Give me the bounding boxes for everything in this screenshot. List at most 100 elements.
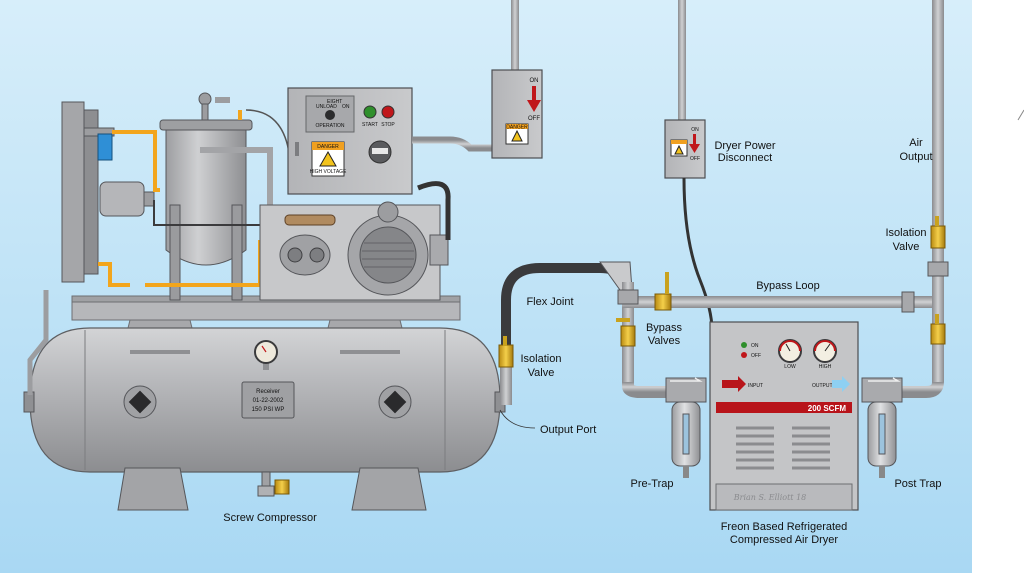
oil-filter-blue [97, 133, 113, 161]
dryer-kick-plate [715, 483, 853, 511]
dryer-input-label: INPUT [748, 383, 763, 389]
tank-pressure-gauge [254, 340, 278, 370]
isolation-valve-left [498, 336, 514, 368]
tank-weld-strip-2 [340, 350, 400, 354]
tank-drain-valve [257, 471, 290, 497]
refrigerated-air-dryer: ON OFF LOW HIGH INPUT OUTPUT 200 SCFM [709, 321, 859, 511]
drive-motor [347, 201, 449, 296]
bypass-loop-pipe [622, 296, 942, 308]
label-bypass-loop: Bypass Loop [756, 280, 820, 292]
dryer-output-label: OUTPUT [812, 383, 833, 389]
disconnect-left-off-label: OFF [528, 116, 540, 122]
conduit-top-left [511, 0, 519, 72]
dryer-on-label: ON [751, 343, 759, 349]
compressor-skid [71, 299, 461, 321]
pre-trap-filter [665, 377, 707, 478]
label-dryer-caption-1: Freon Based Refrigerated [721, 521, 848, 533]
label-screw-compressor: Screw Compressor [223, 512, 317, 524]
disconnect-right-on-label: ON [691, 127, 699, 133]
dryer-output-arrow-icon [832, 376, 850, 392]
label-flex-joint: Flex Joint [526, 296, 573, 308]
tank-foot-left [117, 467, 189, 511]
disconnect-left-warning-icon [511, 129, 523, 142]
label-pre-trap: Pre-Trap [631, 478, 674, 490]
dryer-input-arrow-icon [722, 376, 746, 392]
isolation-valve-right-upper [930, 216, 946, 249]
operation-selector-switch [325, 110, 335, 120]
label-dryer-power-2: Disconnect [718, 152, 772, 164]
receiver-nameplate: Receiver 01-22-2002 150 PSI WP [241, 381, 295, 419]
dryer-capacity-label: 200 SCFM [808, 404, 847, 413]
disconnect-right-arrow-icon [689, 144, 700, 153]
conduit-top-dryer [678, 0, 686, 122]
dryer-vent-grille [736, 426, 830, 470]
panel-danger-label: DANGER [317, 144, 339, 150]
motor-power-cable [417, 181, 451, 240]
tank-manway-left [123, 385, 157, 419]
label-post-trap: Post Trap [894, 478, 941, 490]
compressor-control-panel: UNLOAD EIGHT ON OPERATION START STOP DAN… [287, 87, 413, 195]
dryer-on-indicator [741, 342, 747, 348]
panel-operation-label: OPERATION [315, 123, 344, 129]
panel-conduit [412, 136, 500, 152]
label-air-output-1: Air [909, 137, 923, 149]
dryer-high-gauge [813, 339, 837, 363]
disconnect-left-arrow-icon [527, 100, 541, 112]
label-output-port: Output Port [540, 424, 596, 436]
start-button [363, 105, 377, 119]
label-isolation-right-1: Isolation [886, 227, 927, 239]
isolation-valve-right-lower [930, 314, 946, 345]
label-dryer-power-1: Dryer Power [714, 140, 775, 152]
label-dryer-caption-2: Compressed Air Dryer [730, 534, 839, 546]
high-voltage-warning-icon [319, 150, 337, 167]
dryer-off-indicator [741, 352, 747, 358]
air-output-pipe [932, 0, 944, 262]
dryer-low-gauge [778, 339, 802, 363]
panel-eight-label: EIGHT [327, 99, 342, 105]
motor-wiring [153, 200, 260, 226]
panel-high-voltage-label: HIGH VOLTAGE [310, 169, 347, 175]
stop-button [381, 105, 395, 119]
tank-weld-strip [130, 350, 190, 354]
panel-latch [295, 142, 299, 156]
left-drain-pipe [27, 290, 49, 395]
dryer-low-label: LOW [784, 364, 796, 370]
panel-unload-label: UNLOAD [316, 104, 337, 110]
label-isolation-left-1: Isolation [521, 353, 562, 365]
label-bypass-valves-1: Bypass [646, 322, 683, 334]
label-air-output-2: Output [899, 151, 932, 163]
output-port-leader [499, 409, 536, 429]
artist-signature: Brian S. Elliott 18 [733, 493, 807, 502]
margin-mark [1017, 109, 1024, 121]
disconnect-left-on-label: ON [530, 78, 539, 84]
dryer-power-disconnect-box: ON OFF [664, 119, 706, 179]
bypass-loop-valve [654, 272, 672, 311]
post-trap-filter [861, 377, 903, 478]
panel-start-label: START [362, 122, 378, 128]
disconnect-left-danger-label: DANGER [506, 125, 528, 131]
dryer-high-label: HIGH [819, 364, 832, 370]
dryer-piping [617, 261, 949, 398]
label-bypass-valves-2: Valves [648, 335, 681, 347]
label-isolation-left-2: Valve [528, 367, 555, 379]
oil-separator-tank [159, 92, 253, 301]
dryer-power-cable [682, 177, 714, 331]
disconnect-right-off-label: OFF [690, 156, 700, 162]
panel-stop-label: STOP [381, 122, 395, 128]
panel-on-label: ON [342, 104, 350, 110]
right-margin [972, 0, 1024, 573]
label-isolation-right-2: Valve [893, 241, 920, 253]
tank-foot-right [351, 467, 427, 511]
disconnect-right-warning-icon [674, 144, 684, 155]
compressor-disconnect-box: ON OFF DANGER [491, 69, 543, 159]
bypass-valve-inlet [616, 318, 636, 347]
dryer-off-label: OFF [751, 353, 761, 359]
aftercooler-radiator [61, 101, 115, 283]
tank-manway-right [378, 385, 412, 419]
fan-motor [99, 181, 155, 217]
receiver-plate-line1: Receiver [256, 389, 280, 395]
receiver-plate-line2: 01-22-2002 [253, 398, 284, 404]
dryer-red-band [716, 402, 852, 413]
